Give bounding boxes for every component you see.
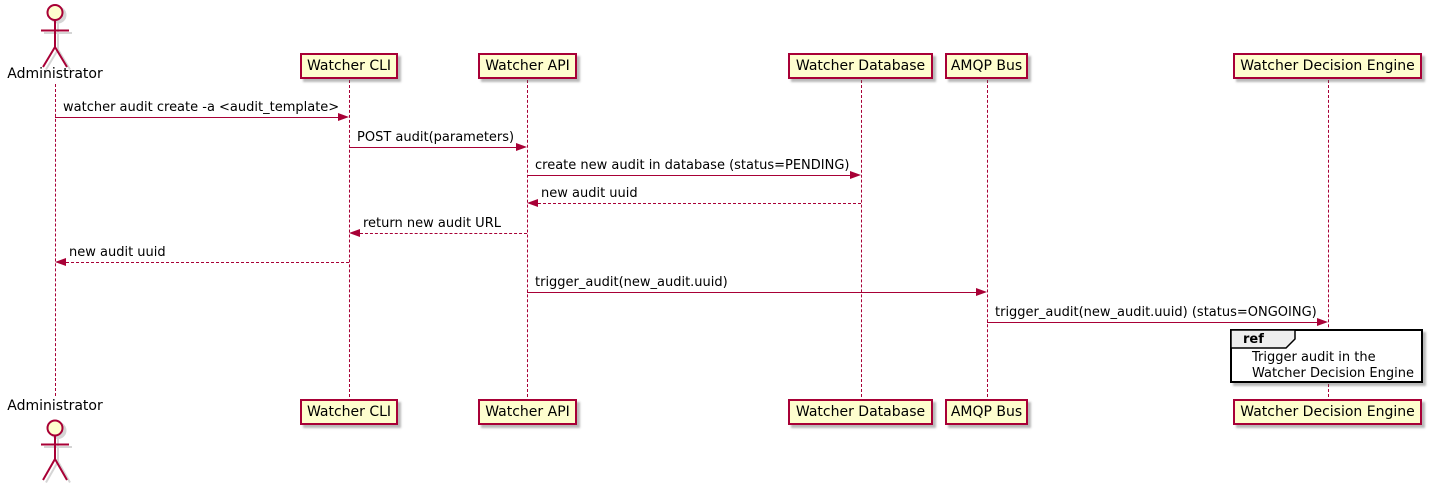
participant-amqp-bus-top: AMQP Bus bbox=[945, 53, 1028, 79]
lifeline-watcher-database bbox=[861, 80, 862, 397]
arrowhead-right-icon bbox=[1317, 318, 1328, 326]
message-line-4 bbox=[538, 203, 861, 204]
arrowhead-left-icon bbox=[527, 199, 538, 207]
participant-watcher-api-bottom: Watcher API bbox=[478, 399, 577, 425]
actor-label-bottom: Administrator bbox=[7, 398, 103, 414]
arrowhead-right-icon bbox=[976, 288, 987, 296]
message-label-3: create new audit in database (status=PEN… bbox=[535, 158, 850, 173]
arrowhead-right-icon bbox=[338, 113, 349, 121]
message-label-4: new audit uuid bbox=[541, 186, 638, 201]
actor-icon-bottom bbox=[41, 419, 69, 481]
message-line-3 bbox=[527, 175, 850, 176]
message-label-6: new audit uuid bbox=[69, 245, 166, 260]
lifeline-watcher-api bbox=[527, 80, 528, 397]
actor-label-top: Administrator bbox=[7, 66, 103, 82]
participant-watcher-api-top: Watcher API bbox=[478, 53, 577, 79]
message-label-5: return new audit URL bbox=[363, 216, 501, 231]
arrowhead-left-icon bbox=[55, 258, 66, 266]
participant-watcher-cli-bottom: Watcher CLI bbox=[300, 399, 398, 425]
message-line-5 bbox=[360, 233, 527, 234]
lifeline-amqp-bus bbox=[987, 80, 988, 397]
message-label-2: POST audit(parameters) bbox=[357, 130, 515, 145]
participant-watcher-decision-engine-bottom: Watcher Decision Engine bbox=[1233, 399, 1422, 425]
message-line-8 bbox=[987, 322, 1317, 323]
ref-text-line2: Watcher Decision Engine bbox=[1252, 366, 1414, 381]
lifeline-administrator bbox=[55, 84, 56, 396]
lifeline-watcher-decision-engine bbox=[1328, 80, 1329, 397]
message-label-7: trigger_audit(new_audit.uuid) bbox=[535, 275, 728, 290]
ref-pentagon-icon bbox=[1231, 330, 1296, 349]
actor-shadow bbox=[44, 6, 72, 483]
message-line-1 bbox=[55, 117, 338, 118]
message-label-1: watcher audit create -a <audit_template> bbox=[63, 100, 340, 115]
ref-text-line1: Trigger audit in the bbox=[1252, 350, 1376, 365]
ref-keyword: ref bbox=[1243, 332, 1264, 347]
ref-fragment: ref Trigger audit in the Watcher Decisio… bbox=[1230, 329, 1423, 383]
lifeline-watcher-cli bbox=[349, 80, 350, 397]
actor-icon-top bbox=[41, 4, 69, 68]
message-label-8: trigger_audit(new_audit.uuid) (status=ON… bbox=[995, 305, 1317, 320]
arrowhead-right-icon bbox=[850, 171, 861, 179]
message-line-7 bbox=[527, 292, 976, 293]
participant-watcher-database-bottom: Watcher Database bbox=[788, 399, 933, 425]
participant-watcher-cli-top: Watcher CLI bbox=[300, 53, 398, 79]
participant-watcher-decision-engine-top: Watcher Decision Engine bbox=[1233, 53, 1422, 79]
message-line-2 bbox=[349, 147, 516, 148]
participant-watcher-database-top: Watcher Database bbox=[788, 53, 933, 79]
message-line-6 bbox=[66, 262, 349, 263]
arrowhead-left-icon bbox=[349, 229, 360, 237]
participant-amqp-bus-bottom: AMQP Bus bbox=[945, 399, 1028, 425]
arrowhead-right-icon bbox=[516, 143, 527, 151]
